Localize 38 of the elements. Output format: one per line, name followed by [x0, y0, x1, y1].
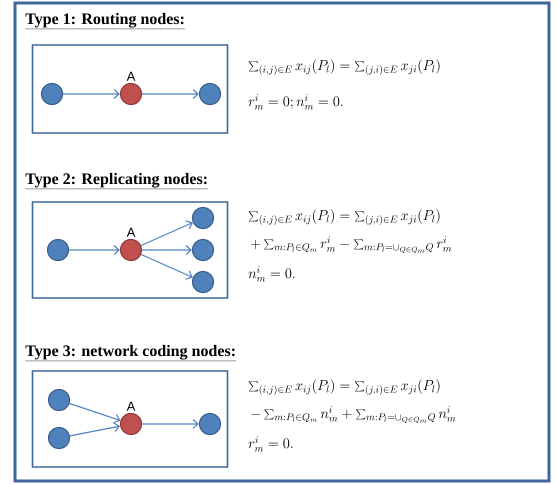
equation: $\sum_{(i,j)\in E} x_{ij}(P_l) = \sum_{(j,i)\in E} x_{ji}(P_l)$: [248, 59, 440, 76]
equation: $r_m^i = 0; n_m^i = 0.$: [248, 94, 343, 110]
section-heading: Type 3: network coding nodes:: [25, 344, 236, 362]
network-node: [192, 206, 214, 230]
network-node: A: [120, 72, 142, 106]
node-label: A: [126, 402, 136, 411]
equation: $\sum_{(i,j)\in E} x_{ij}(P_l) = \sum_{(j,i)\in E} x_{ji}(P_l)$: [248, 379, 440, 396]
panel-box: [32, 201, 228, 299]
equation: $r_m^i = 0.$: [248, 436, 292, 452]
arrow: [69, 402, 120, 424]
network-node: [192, 238, 214, 262]
arrow: [142, 419, 199, 429]
equation: $\sum_{(i,j)\in E} x_{ij}(P_l) = \sum_{(j,i)\in E} x_{ji}(P_l)$: [248, 209, 440, 226]
arrow: [69, 245, 120, 255]
network-node: [198, 82, 222, 106]
panel-box: [32, 44, 228, 134]
panel-box: [32, 370, 228, 468]
arrow: [142, 245, 192, 255]
network-node: [48, 426, 70, 450]
network-node: [198, 412, 222, 436]
network-node: A: [120, 402, 142, 436]
arrow: [142, 89, 199, 99]
equation: $- \sum_{m:P_l\in Q_m} n_m^i + \sum_{m:P_l=\cup_{Q\in Q_m} Q} n_m^i$: [251, 406, 456, 424]
network-node: [40, 82, 64, 106]
arrow: [63, 89, 120, 99]
network-node: [48, 388, 70, 412]
arrow: [140, 220, 193, 246]
section-heading: Type 2: Replicating nodes:: [25, 172, 208, 190]
section-heading: Type 1: Routing nodes:: [25, 12, 186, 30]
equation: $n_m^i = 0.$: [248, 266, 295, 282]
network-node: [46, 238, 70, 262]
arrow: [70, 422, 120, 436]
arrow: [140, 254, 193, 280]
node-label: A: [126, 228, 136, 237]
network-node: [192, 270, 214, 294]
node-label: A: [126, 72, 136, 81]
network-node: A: [120, 228, 142, 262]
equation: $+ \sum_{m:P_l\in Q_m} r_m^i - \sum_{m:P_l=\cup_{Q\in Q_m} Q} r_m^i$: [250, 236, 452, 254]
